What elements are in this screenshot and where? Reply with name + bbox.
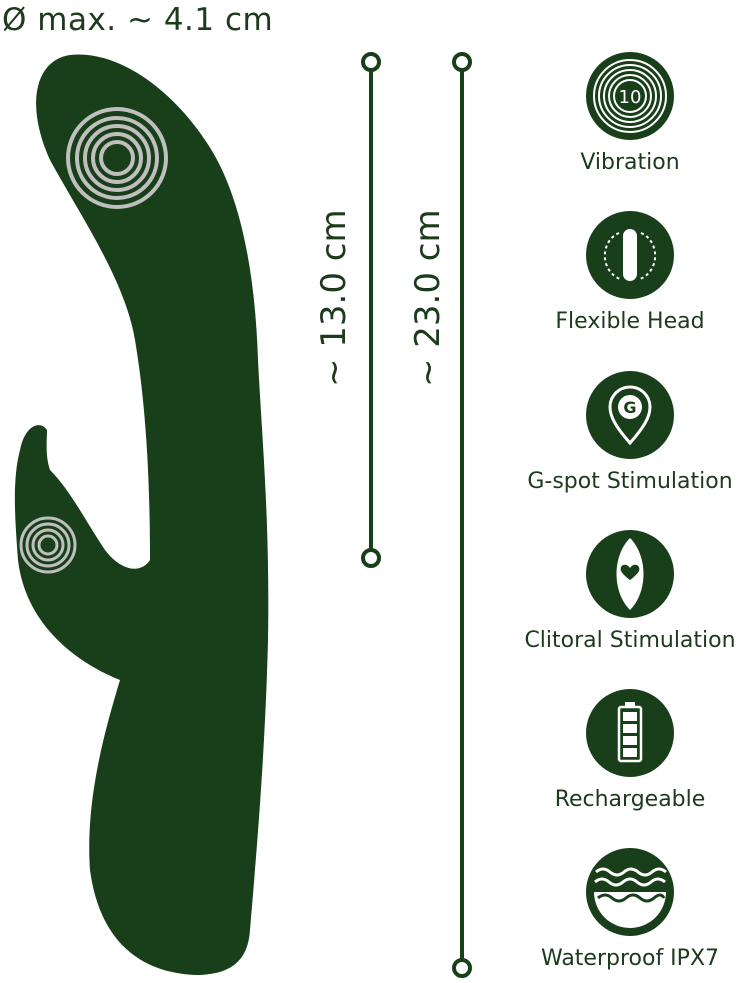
g-spot-pin-icon: G <box>586 371 674 459</box>
feature-waterproof: Waterproof IPX7 <box>515 848 738 971</box>
battery-icon <box>586 689 674 777</box>
feature-label-rechargeable: Rechargeable <box>554 787 706 812</box>
head-vibration-rings-icon <box>66 107 168 209</box>
g-spot-letter: G <box>623 398 636 417</box>
total-length-label: ~ 23.0 cm <box>408 209 448 387</box>
feature-clitoral: Clitoral Stimulation <box>515 530 738 653</box>
vibration-10-icon: 10 <box>586 52 674 140</box>
feature-label-flexible-head: Flexible Head <box>555 309 705 334</box>
feature-vibration: 10 Vibration <box>515 52 738 175</box>
arm-vibration-rings-icon <box>19 516 77 574</box>
clitoral-heart-icon <box>586 530 674 618</box>
feature-rechargeable: Rechargeable <box>515 689 738 812</box>
product-body <box>14 54 269 976</box>
water-waves-icon <box>586 848 674 936</box>
insertable-length-line <box>361 52 381 568</box>
feature-label-waterproof: Waterproof IPX7 <box>540 946 720 971</box>
total-length-line <box>452 52 472 978</box>
feature-flexible-head: Flexible Head <box>515 211 738 334</box>
insertable-length-label: ~ 13.0 cm <box>314 209 354 387</box>
diameter-label: Ø max. ~ 4.1 cm <box>2 2 274 38</box>
feature-label-vibration: Vibration <box>580 150 680 175</box>
vibration-count-text: 10 <box>619 87 642 108</box>
flexible-head-icon <box>586 211 674 299</box>
feature-g-spot: G G-spot Stimulation <box>515 371 738 494</box>
feature-label-clitoral: Clitoral Stimulation <box>524 628 736 653</box>
feature-label-g-spot: G-spot Stimulation <box>527 469 733 494</box>
